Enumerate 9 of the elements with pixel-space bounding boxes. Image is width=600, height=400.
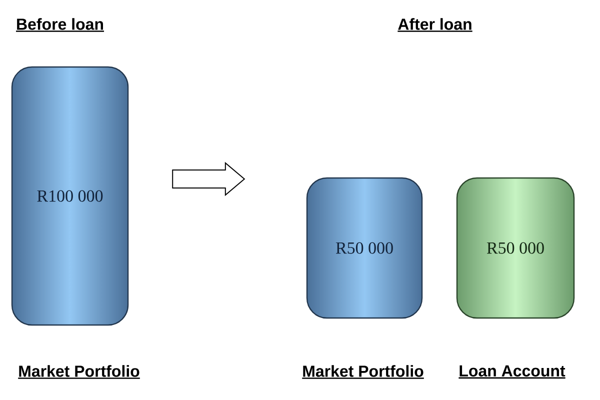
underlined-heading: After loan <box>398 18 472 32</box>
value-box: R50 000 <box>456 177 575 319</box>
underlined-heading: Before loan <box>16 18 104 32</box>
value-box: R100 000 <box>11 66 129 326</box>
block-arrow <box>172 162 246 196</box>
underlined-caption: Market Portfolio <box>302 365 424 379</box>
value-box: R50 000 <box>306 177 423 319</box>
underlined-caption: Loan Account <box>458 365 566 379</box>
underlined-caption: Market Portfolio <box>18 365 140 379</box>
